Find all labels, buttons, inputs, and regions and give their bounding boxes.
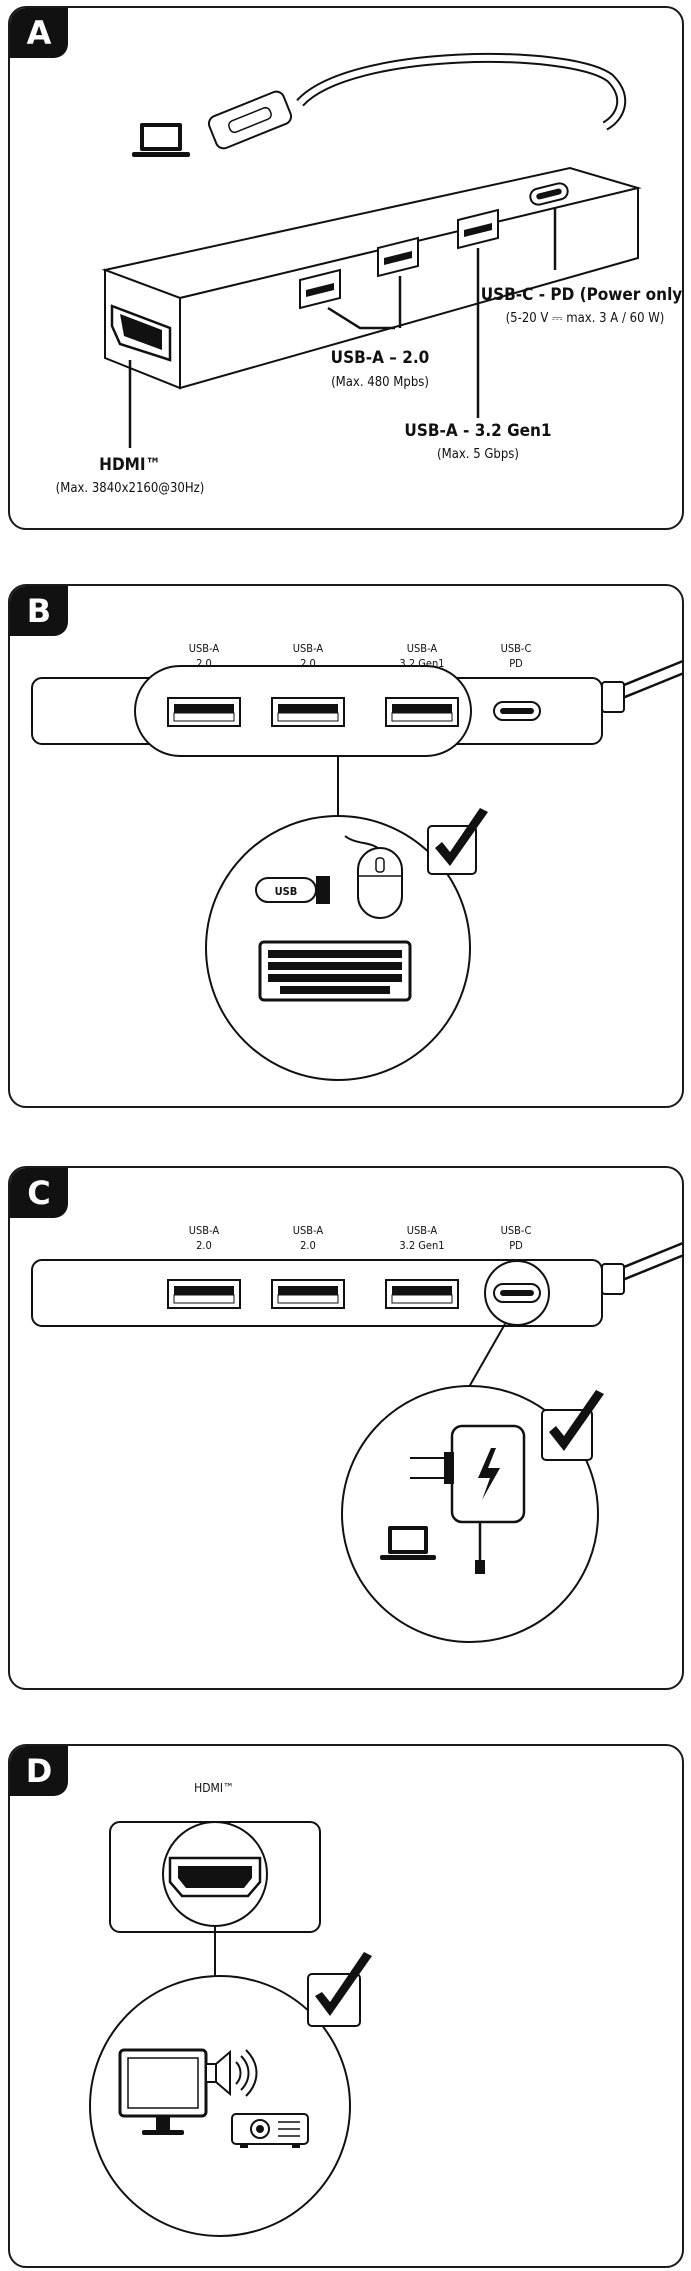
usb-stick-icon: USB <box>255 876 330 904</box>
port-label: USB-C <box>501 1224 532 1237</box>
projector-icon <box>231 2113 309 2148</box>
port-label: USB-A <box>407 642 438 655</box>
cable-connector <box>601 681 625 713</box>
usb-stick-label: USB <box>275 885 298 898</box>
hdmi-port <box>168 1856 262 1898</box>
panel-c: C USB-A 2.0 USB-A 2.0 USB-A 3.2 Gen1 USB… <box>8 1166 684 1690</box>
hdmi-port-label: HDMI™ <box>194 1781 234 1795</box>
usb-a-port <box>385 1279 459 1309</box>
usb-a-port <box>271 1279 345 1309</box>
panel-a: A <box>8 6 684 530</box>
panel-badge: D <box>10 1746 68 1796</box>
port-label: 2.0 <box>300 1239 316 1252</box>
panel-badge: A <box>10 8 68 58</box>
usb-a-port <box>299 268 341 310</box>
checkmark-icon <box>307 1952 372 2027</box>
usb-c-port <box>529 182 569 206</box>
hdmi-label: HDMI™ <box>99 455 161 475</box>
hdmi-spec: (Max. 3840x2160@30Hz) <box>56 481 205 496</box>
usbc-label: USB-C - PD (Power only) <box>481 285 684 305</box>
panel-b: B USB-A 2.0 USB-A 2.0 USB-A 3.2 Gen1 USB… <box>8 584 684 1108</box>
usb-a-peripherals-diagram: USB-A 2.0 USB-A 2.0 USB-A 3.2 Gen1 USB-C… <box>31 642 682 1081</box>
usb-a-port <box>385 697 459 727</box>
speaker-icon <box>205 2049 258 2097</box>
mouse-icon <box>344 835 403 919</box>
usb-a-port <box>167 697 241 727</box>
port-label: PD <box>509 657 523 670</box>
cable-connector <box>601 1263 625 1295</box>
power-adapter-icon <box>410 1424 526 1574</box>
checkmark-icon <box>541 1390 604 1461</box>
usb-c-port <box>493 1283 541 1303</box>
laptop-icon <box>380 1526 436 1560</box>
leader-line <box>327 306 395 330</box>
port-label: USB-C <box>501 642 532 655</box>
port-label: USB-A <box>293 1224 324 1237</box>
laptop-icon <box>132 123 190 157</box>
leader-line <box>464 1323 506 1395</box>
port-label: USB-A <box>407 1224 438 1237</box>
port-label: USB-A <box>189 642 220 655</box>
hdmi-display-diagram: HDMI™ <box>89 1781 372 2237</box>
port-label: USB-A <box>293 642 324 655</box>
usb-a-port <box>457 208 499 250</box>
usb-a-port <box>271 697 345 727</box>
usbc-spec: (5-20 V ⎓ max. 3 A / 60 W) <box>506 311 665 326</box>
usb-c-plug <box>207 90 293 150</box>
usb2-label: USB-A – 2.0 <box>331 348 430 368</box>
panel-badge: B <box>10 586 68 636</box>
panel-d: D HDMI™ <box>8 1744 684 2268</box>
port-label: PD <box>509 1239 523 1252</box>
keyboard-icon <box>258 940 412 1002</box>
usb2-spec: (Max. 480 Mpbs) <box>331 375 429 390</box>
usb-c-port <box>493 701 541 721</box>
port-label: 2.0 <box>196 1239 212 1252</box>
port-label: 3.2 Gen1 <box>399 1239 444 1252</box>
checkmark-icon <box>427 808 488 875</box>
usb3-spec: (Max. 5 Gbps) <box>437 447 519 462</box>
usb-a-port <box>377 236 419 278</box>
usb-a-port <box>167 1279 241 1309</box>
lightning-icon <box>478 1448 500 1500</box>
device-circle <box>89 1975 351 2237</box>
panel-badge: C <box>10 1168 68 1218</box>
port-label: USB-A <box>189 1224 220 1237</box>
usb-c-power-diagram: USB-A 2.0 USB-A 2.0 USB-A 3.2 Gen1 USB-C… <box>31 1224 682 1643</box>
hdmi-port <box>110 304 172 362</box>
usb3-label: USB-A - 3.2 Gen1 <box>404 421 551 441</box>
hub-overview-diagram: HDMI™ (Max. 3840x2160@30Hz) USB-A – 2.0 … <box>56 52 684 496</box>
